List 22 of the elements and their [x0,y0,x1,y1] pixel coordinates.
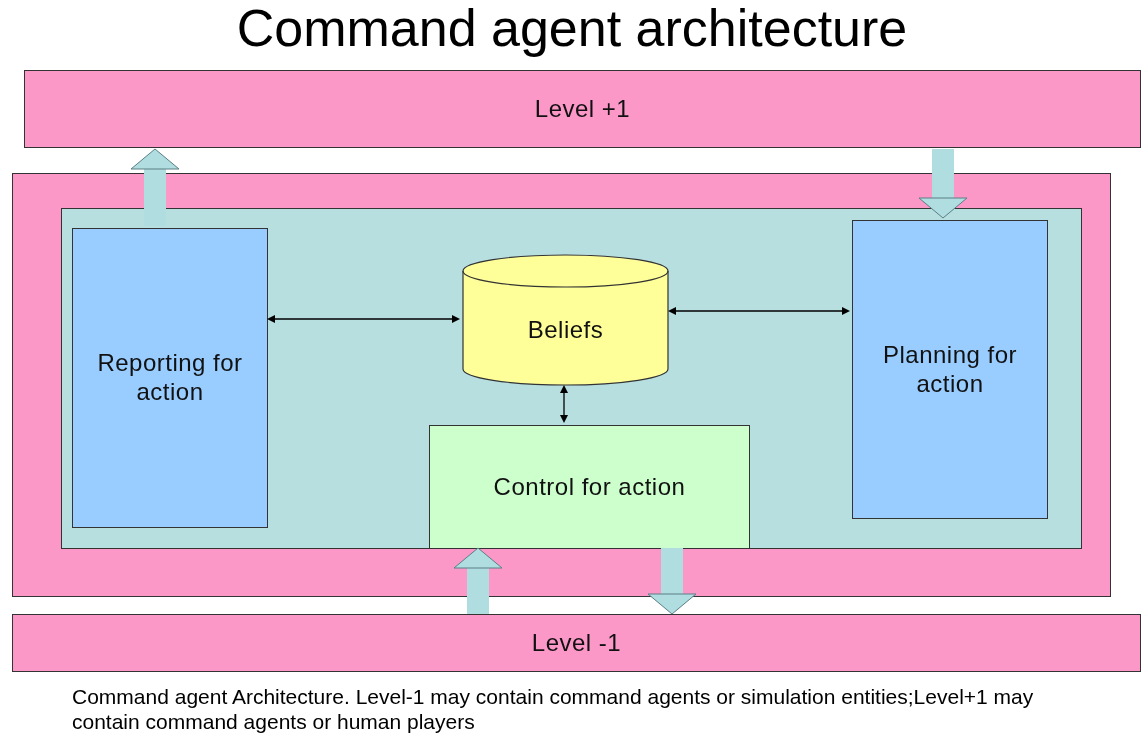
process-box [429,425,750,549]
process-box [852,220,1048,519]
block-arrow [453,547,503,614]
arrow [560,385,568,423]
level-band [24,70,1141,148]
caption: Command agent Architecture. Level-1 may contain command agents or simulation entities;Level+1 may contain command agents or human players [72,684,1035,735]
block-arrow [918,149,968,219]
node-label: Beliefs [527,315,604,345]
arrow [267,315,460,323]
agent-panel [61,208,1082,549]
block-arrow [130,148,180,226]
node-label: Reporting for action [96,349,244,407]
level-band [12,614,1141,672]
node-label: Control for action [493,472,686,502]
node-label: Level -1 [531,628,622,658]
agent-frame [12,173,1111,597]
node-label: Planning for action [881,340,1019,399]
diagram-title: Command agent architecture [235,0,909,58]
arrow [668,307,850,315]
node-label: Level +1 [534,94,631,124]
block-arrow [647,548,697,615]
process-box [72,228,268,528]
